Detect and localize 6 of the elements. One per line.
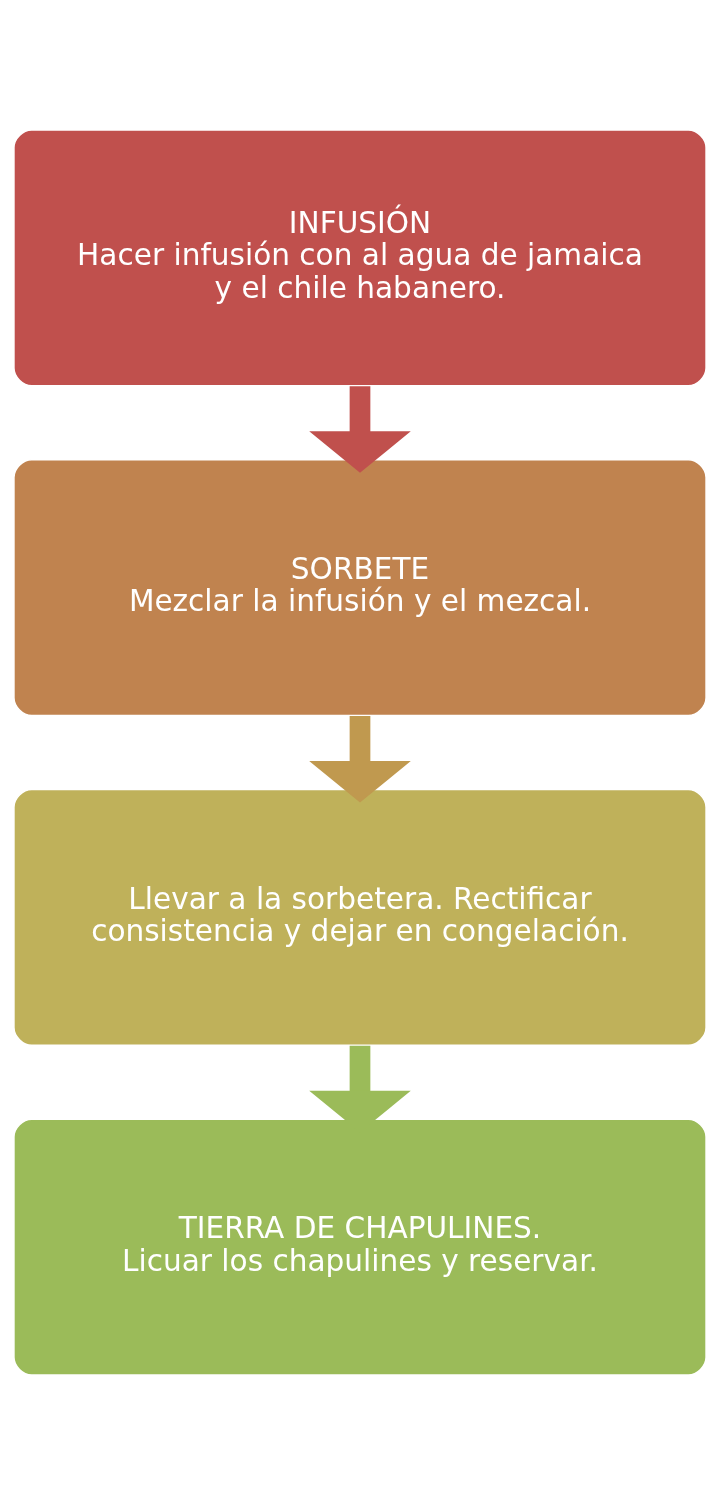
node-box: INFUSIÓN Hacer infusión con al agua de jamaica y el chile habanero. bbox=[13, 128, 707, 386]
node-box: TIERRA DE CHAPULINES. Licuar los chapulines y reservar. bbox=[13, 1118, 707, 1376]
node-box: Llevar a la sorbetera. Rectificar consistencia y dejar en congelación. bbox=[13, 788, 707, 1046]
node-box: SORBETE Mezclar la infusión y el mezcal. bbox=[13, 458, 707, 716]
arrow bbox=[309, 385, 411, 473]
arrow bbox=[309, 715, 411, 803]
